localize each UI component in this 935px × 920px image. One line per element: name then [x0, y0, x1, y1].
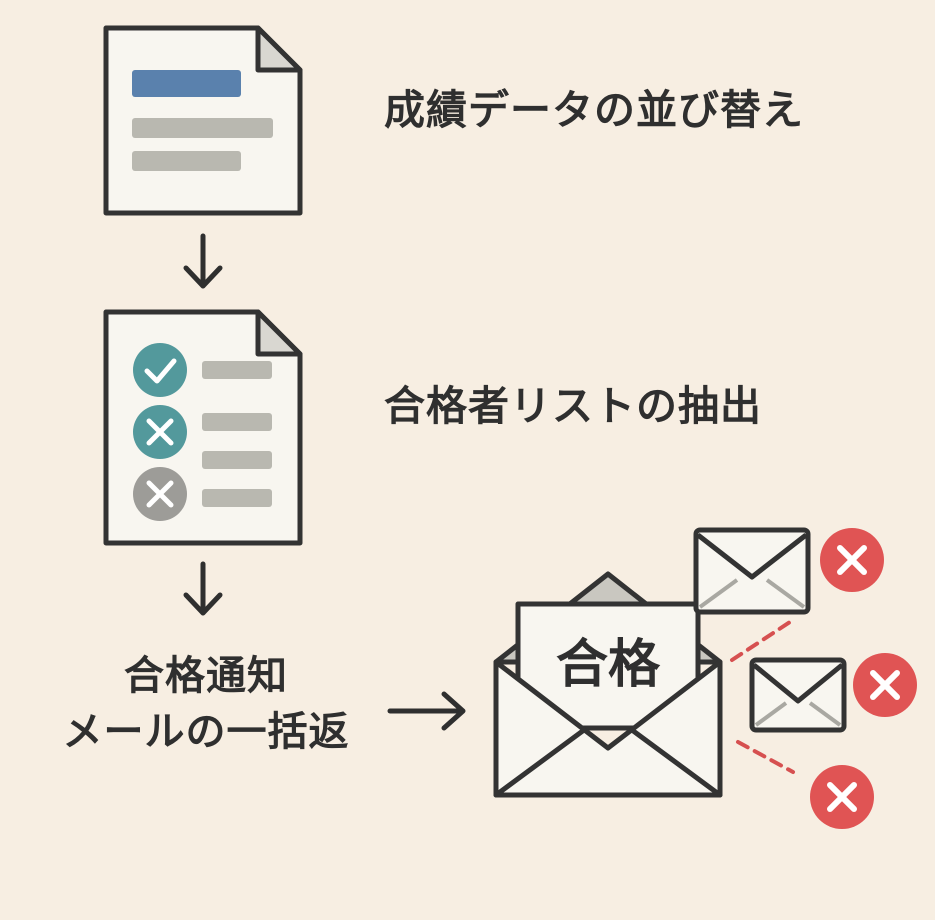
row-bar	[132, 118, 273, 138]
envelope-icon	[749, 657, 847, 733]
step-label-extract: 合格者リストの抽出	[384, 382, 762, 430]
row-bar	[202, 451, 272, 469]
right-arrow-icon	[387, 691, 466, 731]
header-bar	[132, 70, 241, 97]
row-bar	[202, 361, 272, 379]
row-bar	[132, 151, 241, 171]
down-arrow-icon	[183, 561, 223, 616]
cross-circle-icon	[810, 765, 874, 829]
down-arrow-icon	[183, 233, 223, 289]
step-label-sort: 成績データの並び替え	[384, 86, 804, 134]
step-label-mail-line1: 合格通知	[124, 653, 288, 699]
checklist-icon	[103, 309, 303, 546]
cross-circle-icon	[133, 467, 187, 521]
document-icon	[103, 25, 303, 216]
envelope-icon	[693, 527, 811, 615]
row-bar	[202, 413, 272, 431]
delivery-connector	[730, 620, 795, 774]
cross-circle-icon	[133, 405, 187, 459]
step-label-mail-line2: メールの一括返	[62, 709, 350, 755]
row-bar	[202, 489, 272, 507]
step-label-mail: 合格通知 メールの一括返	[26, 648, 386, 760]
check-circle-icon	[133, 343, 187, 397]
cross-circle-icon	[820, 528, 884, 592]
cross-circle-icon	[853, 653, 917, 717]
envelope-icon: 合格	[493, 571, 723, 798]
pass-letter-text: 合格	[556, 635, 661, 695]
